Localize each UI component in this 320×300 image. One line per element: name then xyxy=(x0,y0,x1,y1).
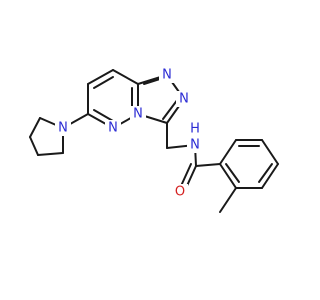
bond xyxy=(261,163,279,189)
bond xyxy=(261,139,279,165)
bond xyxy=(162,98,179,120)
bonds-layer xyxy=(29,69,279,213)
bond xyxy=(112,69,139,85)
molecule-canvas: N N N N N N H O xyxy=(29,67,279,213)
atom-label-o-carbonyl: O xyxy=(175,185,185,200)
atom-label-n-pyrrolidine: N xyxy=(58,121,68,136)
bond xyxy=(87,69,114,85)
bond xyxy=(258,163,273,183)
structure-diagram: N N N N N N H O xyxy=(29,67,279,213)
atom-label-bg xyxy=(176,91,192,107)
atom-label-bg xyxy=(187,137,203,153)
atom-label-bg xyxy=(130,106,146,122)
atom-label-bg xyxy=(159,67,175,83)
bond xyxy=(219,163,237,189)
atom-label-bg xyxy=(55,120,71,136)
atom-label-n-triazole-bridge: N xyxy=(133,107,143,122)
bond xyxy=(195,163,221,167)
bond xyxy=(219,139,237,165)
atom-labels-layer: N N N N N N H O xyxy=(55,67,203,200)
bond xyxy=(225,163,240,183)
atom-label-n-pyridazine: N xyxy=(108,121,118,136)
atom-label-bg xyxy=(105,120,121,136)
atom-label-bg xyxy=(187,121,203,137)
bond xyxy=(180,163,192,187)
atom-label-n-triazole-1: N xyxy=(162,68,172,83)
bond xyxy=(29,136,39,156)
bond xyxy=(37,152,64,156)
bond xyxy=(93,109,114,122)
bond xyxy=(93,76,114,89)
atom-label-n-amide: N xyxy=(190,138,200,153)
bond xyxy=(219,187,237,213)
bond xyxy=(29,117,41,138)
atom-label-bg xyxy=(172,184,188,200)
atom-label-n-triazole-2: N xyxy=(179,92,189,107)
atom-label-h-amide: H xyxy=(190,122,200,137)
